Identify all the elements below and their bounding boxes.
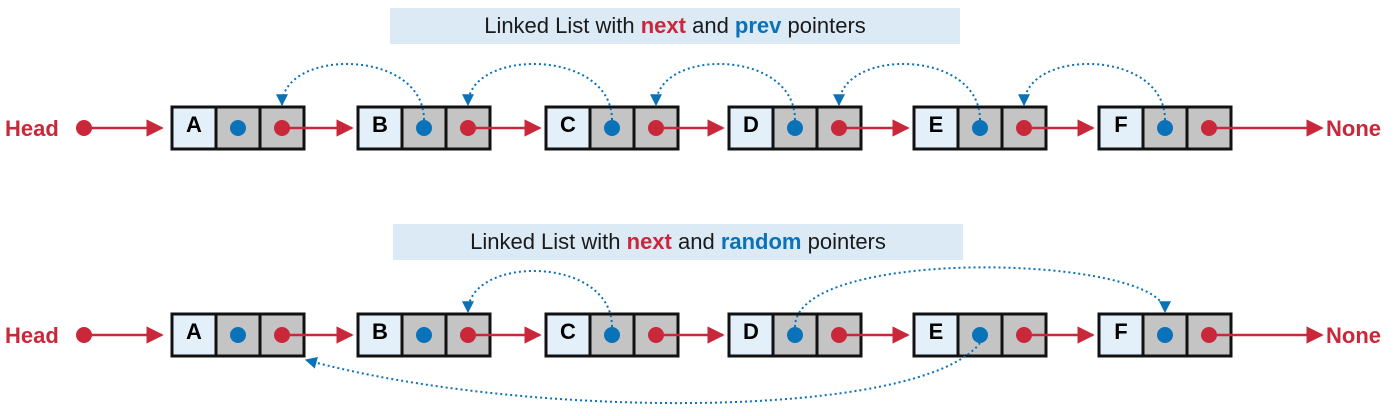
- title-banner-prev: Linked List with next and prev pointers: [390, 8, 960, 44]
- title-suffix: pointers: [781, 13, 866, 38]
- alt-pointer-dot: [787, 327, 803, 343]
- title-prefix: Linked List with: [470, 229, 627, 254]
- alt-pointer-dot: [972, 327, 988, 343]
- pointer-D-to-F: [794, 266, 1171, 328]
- node-label: D: [743, 112, 759, 137]
- node-label: F: [1114, 112, 1127, 137]
- pointer-E-to-D: [833, 62, 981, 121]
- alt-pointer-dot: [230, 120, 246, 136]
- node-F: F: [1097, 105, 1233, 151]
- alt-pointer-dot: [416, 327, 432, 343]
- pointer-C-to-B: [462, 62, 613, 121]
- node-label: C: [560, 112, 576, 137]
- node-B: B: [356, 105, 492, 151]
- node-data-cell: [356, 312, 404, 358]
- node-data-cell: [170, 105, 218, 151]
- node-label: D: [743, 319, 759, 344]
- node-data-cell: [912, 105, 960, 151]
- title-suffix: pointers: [801, 229, 886, 254]
- node-D: D: [727, 105, 863, 151]
- title-prefix: Linked List with: [484, 13, 641, 38]
- node-label: B: [372, 112, 388, 137]
- node-label: E: [929, 319, 944, 344]
- tail-label: None: [1326, 323, 1381, 348]
- node-data-cell: [727, 105, 775, 151]
- alt-pointer-dot: [787, 120, 803, 136]
- node-alt-pointer-cell: [956, 312, 1004, 358]
- alt-pointer-dot: [1157, 120, 1173, 136]
- node-B: B: [356, 312, 492, 358]
- alt-pointer-dot: [604, 327, 620, 343]
- node-label: B: [372, 319, 388, 344]
- node-label: F: [1114, 319, 1127, 344]
- title-next-word: next: [640, 13, 686, 38]
- node-D: D: [727, 312, 863, 358]
- title-alt-word: prev: [734, 13, 782, 38]
- node-label: A: [186, 319, 202, 344]
- tail-label: None: [1326, 116, 1381, 141]
- pointer-D-to-C: [650, 62, 796, 121]
- node-F: F: [1097, 312, 1233, 358]
- pointer-B-to-A: [276, 62, 425, 121]
- node-data-cell: [727, 312, 775, 358]
- node-A: A: [170, 105, 306, 151]
- title-banner-random: Linked List with next and random pointer…: [393, 224, 963, 260]
- title-next-word: next: [626, 229, 672, 254]
- head-label: Head: [5, 116, 59, 141]
- pointer-C-to-B: [462, 269, 613, 328]
- node-E: E: [912, 312, 1048, 358]
- title-mid: and: [671, 229, 721, 254]
- alt-pointer-dot: [604, 120, 620, 136]
- title-mid: and: [685, 13, 735, 38]
- alt-pointer-dot: [972, 120, 988, 136]
- node-data-cell: [912, 312, 960, 358]
- alt-pointer-dot: [230, 327, 246, 343]
- node-A: A: [170, 312, 306, 358]
- alt-pointer-dot: [1157, 327, 1173, 343]
- alt-pointer-dot: [416, 120, 432, 136]
- node-data-cell: [1097, 105, 1145, 151]
- pointer-F-to-E: [1018, 62, 1166, 121]
- head-label: Head: [5, 323, 59, 348]
- node-C: C: [544, 105, 680, 151]
- linked-list-prev: Head A B C D E F None: [5, 62, 1381, 151]
- node-label: C: [560, 319, 576, 344]
- node-label: A: [186, 112, 202, 137]
- title-alt-word: random: [720, 229, 802, 254]
- node-label: E: [929, 112, 944, 137]
- linked-list-random: Head A B C D E F None: [5, 266, 1381, 405]
